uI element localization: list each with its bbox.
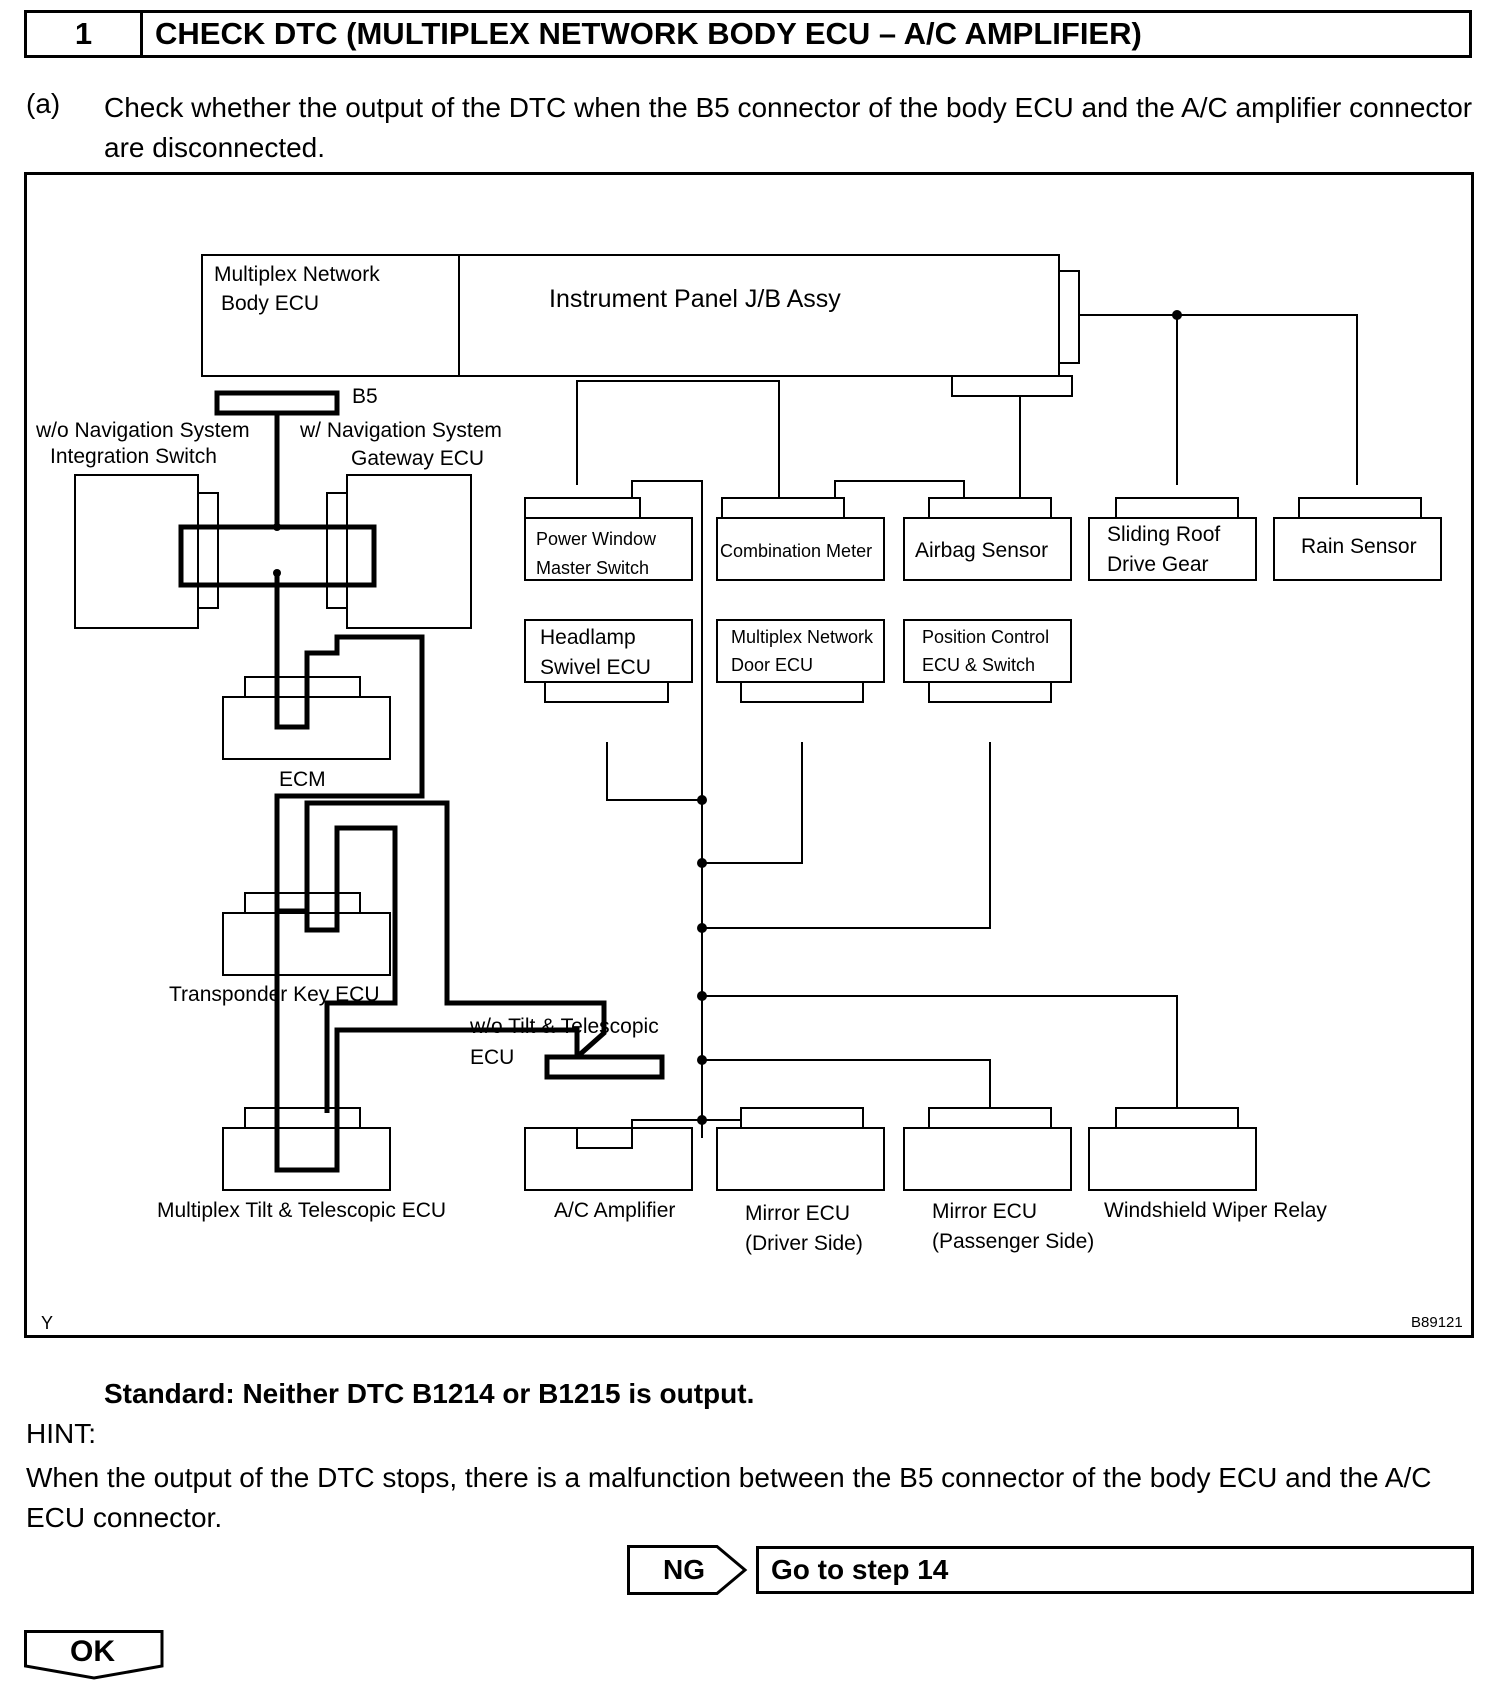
sliding-roof-box [1088,517,1257,581]
wo-nav-label-2: Integration Switch [50,445,217,468]
ng-tag-shape [627,1545,748,1595]
hint-label: HINT: [26,1418,96,1449]
wo-tilt-label-2: ECU [470,1046,514,1069]
b5-connector [214,390,340,416]
power-window-label: Power Window [536,529,657,549]
position-control-label: Position Control [922,627,1049,647]
step-number: 1 [27,13,143,55]
diagram-labels: Multiplex Network Body ECU Instrument Pa… [35,263,1463,1333]
wo-nav-label: w/o Navigation System [35,419,250,442]
tilt-telescopic-box [222,1127,391,1191]
body-ecu-label: Multiplex Network [214,263,380,286]
instruction-text: Check whether the output of the DTC when… [104,92,1473,163]
thick-wires [178,390,665,1173]
standard-text: Standard: Neither DTC B1214 or B1215 is … [104,1378,755,1409]
jb-bottom-connector [951,375,1073,397]
sliding-roof-label-2: Drive Gear [1107,553,1209,576]
wo-tilt-label: w/o Tilt & Telescopic [469,1015,659,1038]
step-header: 1 CHECK DTC (MULTIPLEX NETWORK BODY ECU … [24,10,1472,58]
body-ecu-label-2: Body ECU [221,292,319,315]
headlamp-label-2: Swivel ECU [540,656,651,679]
wiring-diagram: Multiplex Network Body ECU Instrument Pa… [24,172,1474,1338]
component-boxes [74,254,1442,1191]
rain-sensor-label: Rain Sensor [1301,535,1417,558]
airbag-sensor-label: Airbag Sensor [915,539,1048,562]
ok-tag-shape [24,1630,164,1680]
tilt-telescopic-label: Multiplex Tilt & Telescopic ECU [157,1199,446,1222]
mirror-passenger-box [903,1127,1072,1191]
jb-assy-box [201,254,1060,377]
power-window-label-2: Master Switch [536,558,649,578]
door-ecu-label: Multiplex Network [731,627,874,647]
combination-meter-box [716,517,885,581]
w-nav-label: w/ Navigation System [299,419,502,442]
gateway-ecu-box [346,474,472,629]
ecm-label: ECM [279,768,326,791]
door-ecu-label-2: Door ECU [731,655,813,675]
transponder-label: Transponder Key ECU [169,983,379,1006]
headlamp-swivel-box [524,619,693,683]
hint-text: When the output of the DTC stops, there … [26,1462,1432,1533]
power-window-box [524,517,693,581]
airbag-sensor-box [903,517,1072,581]
w-nav-label-2: Gateway ECU [351,447,484,470]
sliding-roof-label: Sliding Roof [1107,523,1220,546]
thin-wires [455,314,1358,1169]
wiper-relay-box [1088,1127,1257,1191]
mirror-passenger-label: Mirror ECU [932,1200,1037,1223]
rain-sensor-box [1273,517,1442,581]
mirror-driver-box [716,1127,885,1191]
headlamp-label: Headlamp [540,626,636,649]
combination-meter-label: Combination Meter [720,541,872,561]
b5-label: B5 [352,385,378,408]
door-ecu-box [716,619,885,683]
ac-amp-connector [544,1054,665,1080]
junction-dots [273,310,1182,1125]
instruction-label: (a) [26,88,61,119]
mirror-driver-label-2: (Driver Side) [745,1232,863,1255]
jb-side-connector [1058,270,1080,364]
go-to-step-button[interactable]: Go to step 14 [756,1546,1474,1594]
position-control-label-2: ECU & Switch [922,655,1035,675]
ok-label[interactable]: OK [70,1635,115,1668]
wiper-relay-label: Windshield Wiper Relay [1104,1199,1327,1222]
ng-label: NG [663,1554,705,1585]
step-title: CHECK DTC (MULTIPLEX NETWORK BODY ECU – … [155,16,1142,51]
mirror-passenger-label-2: (Passenger Side) [932,1230,1094,1253]
jb-assy-label: Instrument Panel J/B Assy [549,285,841,313]
corner-mark: Y [41,1313,53,1333]
ac-amplifier-label: A/C Amplifier [554,1199,675,1222]
mirror-driver-label: Mirror ECU [745,1202,850,1225]
figure-code: B89121 [1411,1314,1463,1331]
position-control-box [903,619,1072,683]
